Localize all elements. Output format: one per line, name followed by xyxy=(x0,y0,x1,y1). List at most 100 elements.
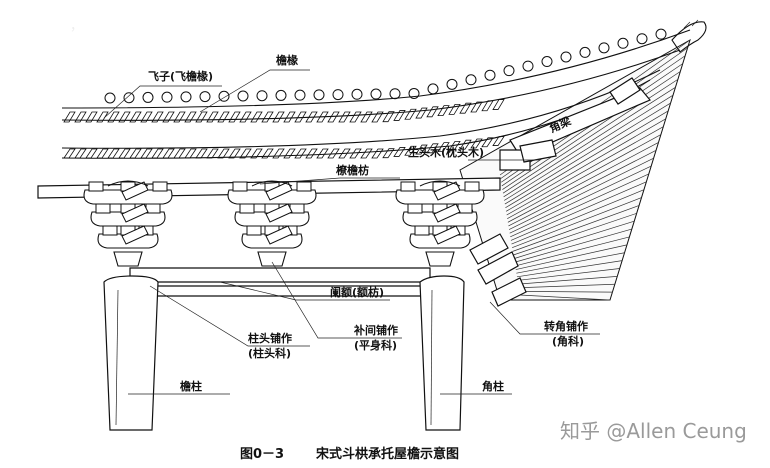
tile-end xyxy=(313,89,325,101)
label-eave-column: 檐柱 xyxy=(180,379,202,393)
fan-rafter-line xyxy=(513,220,635,259)
flying-rafter-end xyxy=(283,111,296,123)
fan-rafter-line xyxy=(514,228,632,263)
flying-rafter-end xyxy=(371,111,384,123)
architrave-beam xyxy=(129,267,431,297)
tile-end xyxy=(237,90,249,102)
fan-rafter-line xyxy=(518,276,618,285)
flying-rafter-end xyxy=(173,111,186,123)
svg-text:，: ， xyxy=(70,19,83,34)
flying-rafter-end xyxy=(437,105,450,117)
eave-rafter-end xyxy=(151,148,164,159)
flying-rafter-end xyxy=(96,111,109,123)
fan-rafter-line xyxy=(508,157,654,230)
bracket-projection xyxy=(265,181,293,201)
flying-rafter-end xyxy=(448,104,461,115)
tile-end xyxy=(636,33,648,45)
tile-end xyxy=(104,92,116,104)
bracket-top-curve xyxy=(107,180,149,187)
tile-end xyxy=(123,92,135,104)
fan-rafter-line xyxy=(507,142,659,223)
eave-rafter-end xyxy=(294,148,307,159)
eave-rafter-end xyxy=(85,148,98,159)
fan-rafter-line xyxy=(516,252,625,274)
tile-end xyxy=(579,46,591,58)
bracket-block xyxy=(239,203,255,214)
leader-lines xyxy=(103,69,600,395)
bracket-projection xyxy=(265,203,293,223)
eave-rafter-end xyxy=(316,148,329,159)
flying-rafter-end xyxy=(74,111,87,123)
eave-rafter-end xyxy=(195,148,208,159)
bracket-block xyxy=(407,203,423,214)
eave-rafter-end xyxy=(206,148,219,159)
tile-end xyxy=(465,74,477,86)
bracket-projection xyxy=(433,181,461,201)
label-corner-bracket: 转角铺作 xyxy=(544,319,588,333)
corner-column xyxy=(419,275,465,431)
tile-end xyxy=(655,28,667,40)
fan-rafter-line xyxy=(506,126,664,216)
eave-rafter-end xyxy=(459,139,472,150)
flying-rafter-end xyxy=(360,111,373,123)
eave-rafter-end xyxy=(162,148,175,159)
flying-rafter-end xyxy=(261,111,274,123)
bracket-set-intercolumn xyxy=(227,180,317,267)
eave-rafter-end xyxy=(118,148,131,159)
tile-end xyxy=(161,91,173,103)
eave-rafter-end xyxy=(349,148,362,159)
flying-rafter-end xyxy=(140,111,153,123)
eave-rafter-end xyxy=(74,148,87,159)
figure-caption: 图0－3 宋式斗栱承托屋檐示意图 xyxy=(240,446,459,462)
tile-end xyxy=(199,91,211,103)
labels: 飞子(飞檐椽) 檐椽 角梁 生头木(枕头木) 橑檐枋 阑额(额枋) 柱头铺作 (… xyxy=(148,53,588,393)
label-architrave: 阑额(额枋) xyxy=(330,285,384,299)
eave-rafter-end xyxy=(63,148,76,159)
bracket-block xyxy=(414,225,430,236)
fan-rafter-line xyxy=(509,165,652,234)
tile-end xyxy=(256,90,268,102)
tile-end xyxy=(351,88,363,100)
bracket-projection xyxy=(433,225,461,245)
flying-rafter-end xyxy=(338,111,351,123)
watermark: 知乎 @Allen Ceung xyxy=(560,419,747,443)
tile-end xyxy=(617,37,629,49)
tile-end xyxy=(484,69,496,81)
fan-rafter-line xyxy=(510,173,649,238)
bracket-block xyxy=(88,181,104,192)
bracket-block xyxy=(296,181,312,192)
eave-rafter-end xyxy=(382,148,395,159)
eave-rafter-end xyxy=(250,148,263,159)
roof-tile-ends xyxy=(104,28,667,104)
label-corner-bracket-alt: (角科) xyxy=(552,334,584,348)
cap-block xyxy=(257,251,287,267)
flying-rafter-end xyxy=(217,111,230,123)
bracket-block xyxy=(464,181,480,192)
flying-rafter-end xyxy=(118,111,131,123)
fan-rafter-line xyxy=(504,102,671,205)
flying-rafter-end xyxy=(129,111,142,123)
fan-rafter-line xyxy=(518,283,615,289)
cap-block xyxy=(113,251,143,267)
eave-rafter-end xyxy=(239,148,252,159)
tile-end xyxy=(142,91,154,103)
tile-end xyxy=(503,65,515,77)
bracket-block xyxy=(95,203,111,214)
fan-rafter-line xyxy=(519,294,611,301)
eave-rafter-end xyxy=(371,148,384,159)
bracket-set-corner xyxy=(395,180,485,267)
tile-end xyxy=(598,42,610,54)
fan-rafter-line xyxy=(502,71,681,190)
eave-rafter-end xyxy=(393,147,406,157)
tile-end xyxy=(332,89,344,101)
eave-rafter-end xyxy=(426,143,439,154)
bracket-top-curve xyxy=(419,180,461,187)
tile-end xyxy=(446,78,458,90)
label-intercolumn-bracket: 补间铺作 xyxy=(353,323,398,337)
fan-rafter-line xyxy=(510,181,647,241)
eave-rafter-end xyxy=(448,141,461,151)
bracket-set-column xyxy=(83,180,173,267)
flying-rafter-end xyxy=(228,111,241,123)
bracket-projection xyxy=(121,203,149,223)
